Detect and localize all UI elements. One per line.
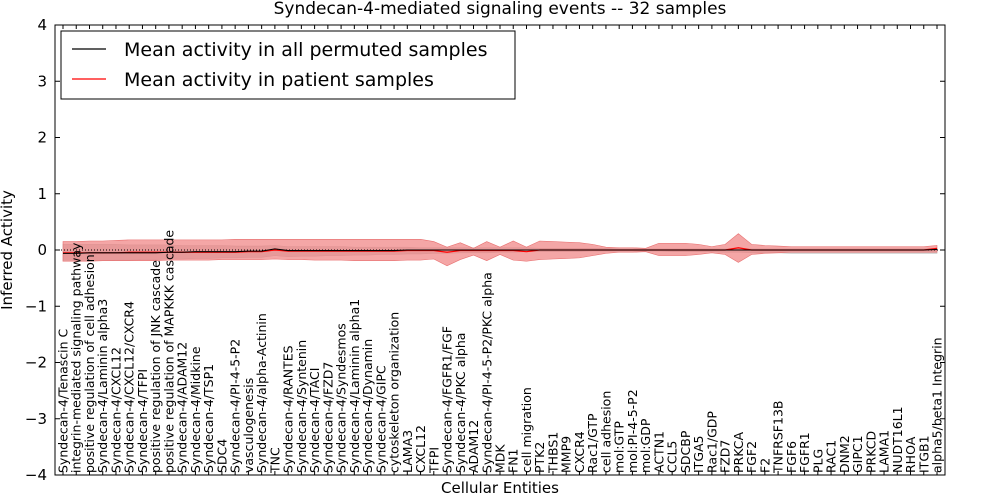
y-tick-label: −3 [25,410,47,428]
x-tick-label: Syndecan-4/PI-4-5-P2 [228,339,243,473]
x-tick-label: FN1 [506,449,521,474]
x-tick-label: PTK2 [532,442,547,473]
x-tick-label: Syndecan-4/RANTES [281,345,296,473]
x-tick-label: GIPC1 [850,435,865,473]
x-tick-label: FGFR1 [797,432,812,473]
legend: Mean activity in all permuted samplesMea… [60,30,516,100]
x-tick-label: positive regulation of MAPKKK cascade [161,230,176,473]
x-tick-label: PLG [810,449,825,473]
x-tick-label: ACTN1 [651,431,666,473]
x-tick-label: FGF2 [744,441,759,473]
x-tick-label: ITGB1 [916,435,931,473]
x-tick-label: Syndecan-4/PI-4-5-P2/PKC alpha [479,272,494,473]
x-tick-label: cell migration [519,387,534,473]
x-tick-label: alpha5/beta1 Integrin [930,337,945,473]
y-tick-label: 3 [37,72,47,90]
x-tick-label: SDCBP [678,430,693,473]
x-tick-label: mol:PI-4-5-P2 [625,389,640,473]
x-tick-label: CXCR4 [572,431,587,473]
permuted-mean-line [63,248,938,254]
x-tick-label: vasculogenesis [241,378,256,473]
x-tick-label: Rac1/GDP [704,411,719,473]
series-lines [55,247,945,254]
x-tick-label: mol:GDP [638,418,653,473]
x-tick-label: Rac1/GTP [585,413,600,473]
y-axis-label: Inferred Activity [0,190,16,310]
x-tick-label: FZD7 [718,440,733,473]
x-axis-label: Cellular Entities [441,479,559,497]
x-tick-label: RAC1 [824,440,839,473]
x-tick-label: PRKCA [731,432,746,473]
x-tick-label: Syndecan-4/Syndesmos [334,323,349,473]
x-tick-label: TNC [267,447,282,474]
x-tick-label: ITGA5 [691,435,706,473]
x-tick-label: RHOA [903,436,918,473]
chart-title: Syndecan-4-mediated signaling events -- … [274,0,727,19]
x-tick-label: Syndecan-4/Tenascin C [56,328,71,473]
x-tick-label: THBS1 [545,432,560,474]
x-tick-label: positive regulation of cell adhesion [82,254,97,473]
x-tick-label: Syndecan-4/Laminin alpha3 [95,299,110,473]
y-tick-label: 1 [37,185,47,203]
x-tick-label: SDC4 [214,439,229,473]
x-tick-label: TFPI [426,447,441,474]
x-tick-label: Syndecan-4/PKC alpha [453,333,468,473]
x-tick-label: Syndecan-4/alpha-Actinin [254,313,269,473]
x-tick-label: Syndecan-4/Midkine [188,346,203,473]
x-tick-label: CXCL12 [413,425,428,473]
x-tick-label: TNFRSF13B [771,401,786,474]
x-tick-label: MMP9 [559,436,574,473]
x-tick-label: Syndecan-4/TFPI [135,369,150,473]
legend-label: Mean activity in all permuted samples [124,39,487,61]
x-tick-label: Syndecan-4/TSP1 [201,364,216,473]
x-tick-label: Syndecan-4/GIPC [373,365,388,473]
x-tick-label: MDK [493,444,508,473]
x-tick-label: CCL5 [665,441,680,473]
x-tick-label: Syndecan-4/Dynamin [360,339,375,473]
x-tick-label: Syndecan-4/FZD7 [320,362,335,473]
y-tick-label: −2 [25,354,47,372]
x-tick-label: LAMA1 [877,430,892,473]
x-tick-label: Syndecan-4/CXCL12/CXCR4 [122,301,137,473]
x-tick-label: LAMA3 [400,430,415,473]
x-tick-label: cytoskeleton organization [387,312,402,473]
x-tick-label: cell adhesion [598,391,613,473]
x-tick-label: Syndecan-4/Syntenin [294,340,309,473]
x-tick-label: Syndecan-4/ADAM12 [175,342,190,473]
x-tick-label: mol:GTP [612,421,627,473]
y-tick-label: 0 [37,241,47,259]
legend-box [60,30,516,100]
x-tick-label: ADAM12 [466,420,481,473]
x-tick-label: NUDT16L1 [890,406,905,473]
axes: 4 3 2 1 0 −1 −2 −3 −4 [25,16,946,484]
x-tick-label: Syndecan-4/TACI [307,368,322,473]
y-tick-label: −4 [25,466,47,484]
y-tick-label: 2 [37,129,47,147]
x-tick-label: PRKCD [863,431,878,473]
x-tick-label: integrin-mediated signaling pathway [69,242,84,473]
x-tick-label: Syndecan-4/Laminin alpha1 [347,299,362,473]
y-tick-label: −1 [25,297,47,315]
x-tick-label: Syndecan-4/CXCL12 [108,347,123,473]
y-tick-label: 4 [37,16,47,34]
x-tick-label: Syndecan-4/FGFR1/FGF [440,326,455,473]
x-tick-label: F2 [757,458,772,473]
x-tick-label: FGF6 [784,441,799,473]
x-tick-label: DNM2 [837,435,852,473]
legend-label: Mean activity in patient samples [124,69,434,91]
x-tick-label: positive regulation of JNK cascade [148,260,163,473]
